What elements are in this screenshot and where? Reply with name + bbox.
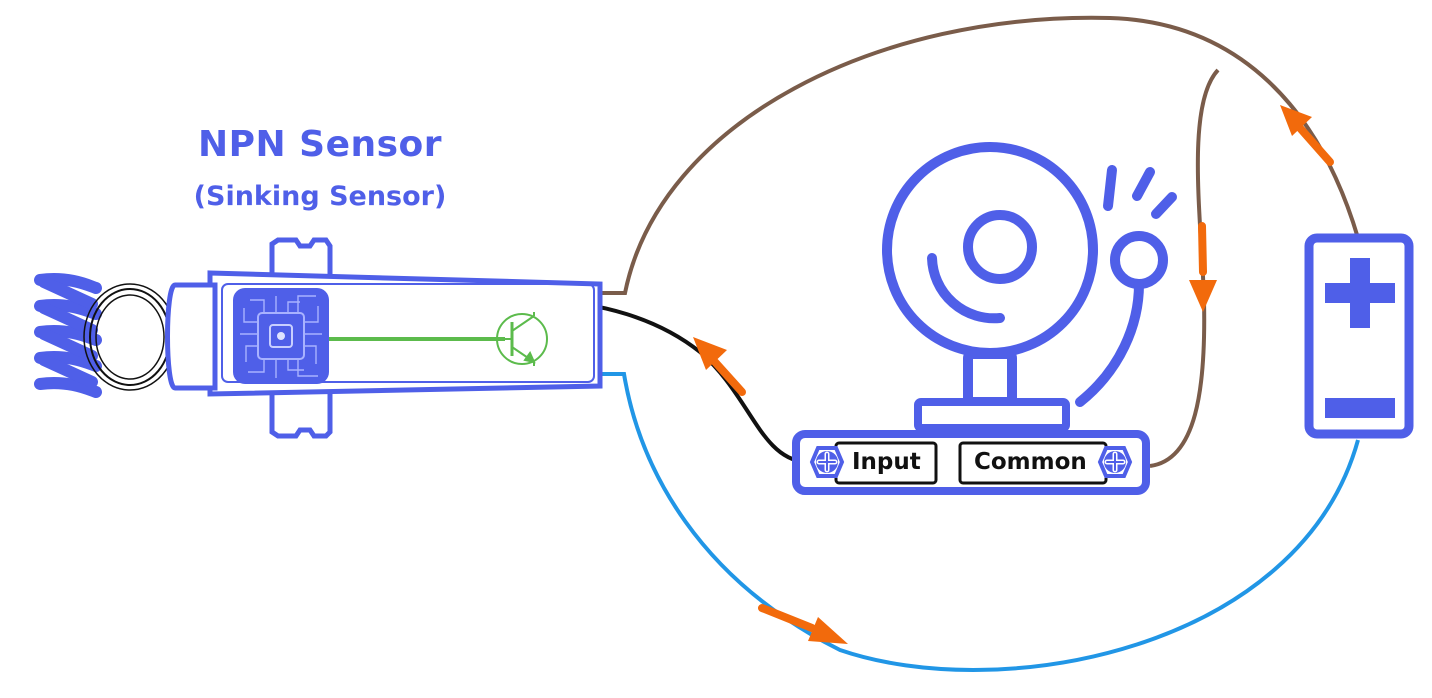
sensor-inner-outline [221,283,595,383]
diagram-title: NPN Sensor [197,124,443,165]
battery-icon [1304,233,1414,439]
blue-wire [532,363,1360,672]
current-arrow-icon [1189,222,1217,312]
current-arrow-icon [1280,105,1334,166]
screw-terminal-icon [809,446,845,478]
diagram-subtitle: (Sinking Sensor) [193,181,447,212]
current-arrow-icon [758,604,848,644]
screw-terminal-icon [1097,446,1133,478]
npn-transistor-icon [496,312,548,366]
sensor-chip-icon [233,288,329,384]
coil-spring-icon [34,273,177,398]
alarm-bell-icon [882,142,1177,432]
current-arrow-icon [693,337,746,396]
common-terminal-label: Common [974,449,1087,475]
input-terminal-label: Input [852,449,921,475]
